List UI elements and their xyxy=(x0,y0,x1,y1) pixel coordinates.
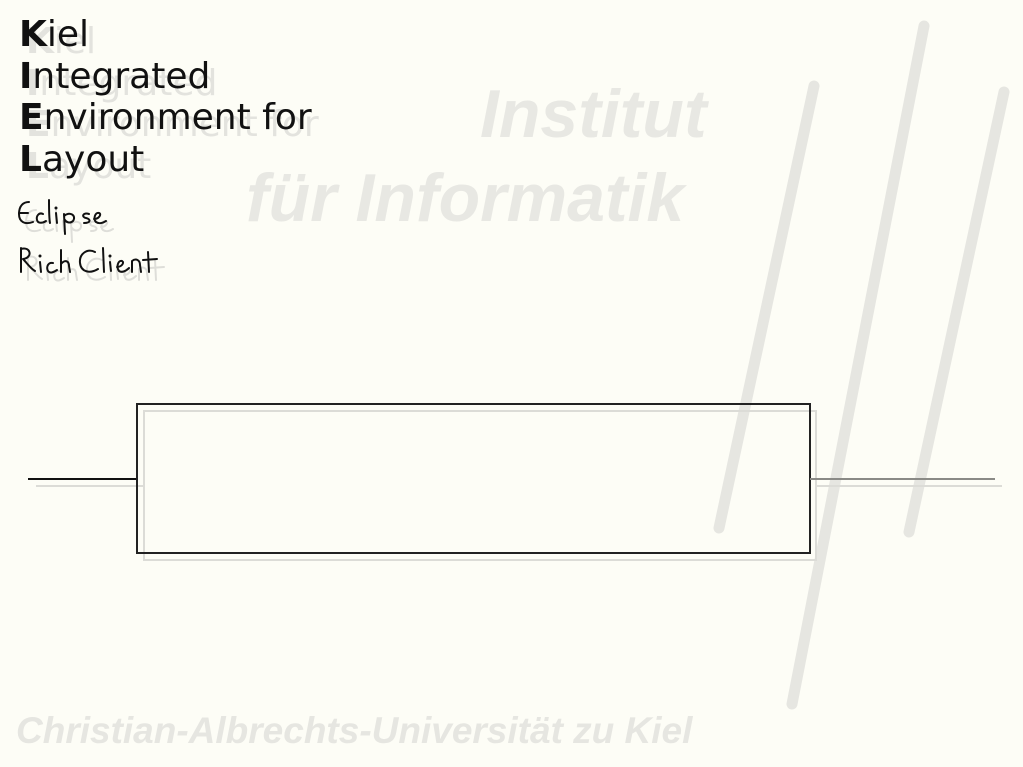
acronym-line-integrated: Integrated Integrated xyxy=(19,55,218,104)
acronym-initial: I xyxy=(19,55,33,97)
acronym-initial: K xyxy=(19,14,47,55)
eclipse-rich-client-handwriting xyxy=(18,199,165,282)
acronym-rest: iel xyxy=(46,14,90,55)
acronym-rest: nvironment for xyxy=(43,97,312,138)
acronym-rest: ayout xyxy=(41,138,145,180)
institute-watermark-line2: für Informatik xyxy=(246,160,685,236)
acronym-line-environment: Environment for Environment for xyxy=(19,97,319,145)
acronym-initial: E xyxy=(19,97,44,138)
acronym-line-kiel: Kiel Kiel xyxy=(19,14,97,62)
institute-watermark-line1: Institut xyxy=(480,76,707,152)
progress-frame xyxy=(136,403,811,554)
resistor-shadow xyxy=(36,410,1002,561)
acronym-rest: ntegrated xyxy=(32,55,211,97)
kiel-acronym: Kiel Kiel Integrated Integrated Environm… xyxy=(19,14,319,187)
acronym-initial: L xyxy=(19,138,42,180)
acronym-line-layout: Layout Layout xyxy=(19,138,152,187)
university-watermark: Christian-Albrechts-Universität zu Kiel xyxy=(16,710,693,751)
